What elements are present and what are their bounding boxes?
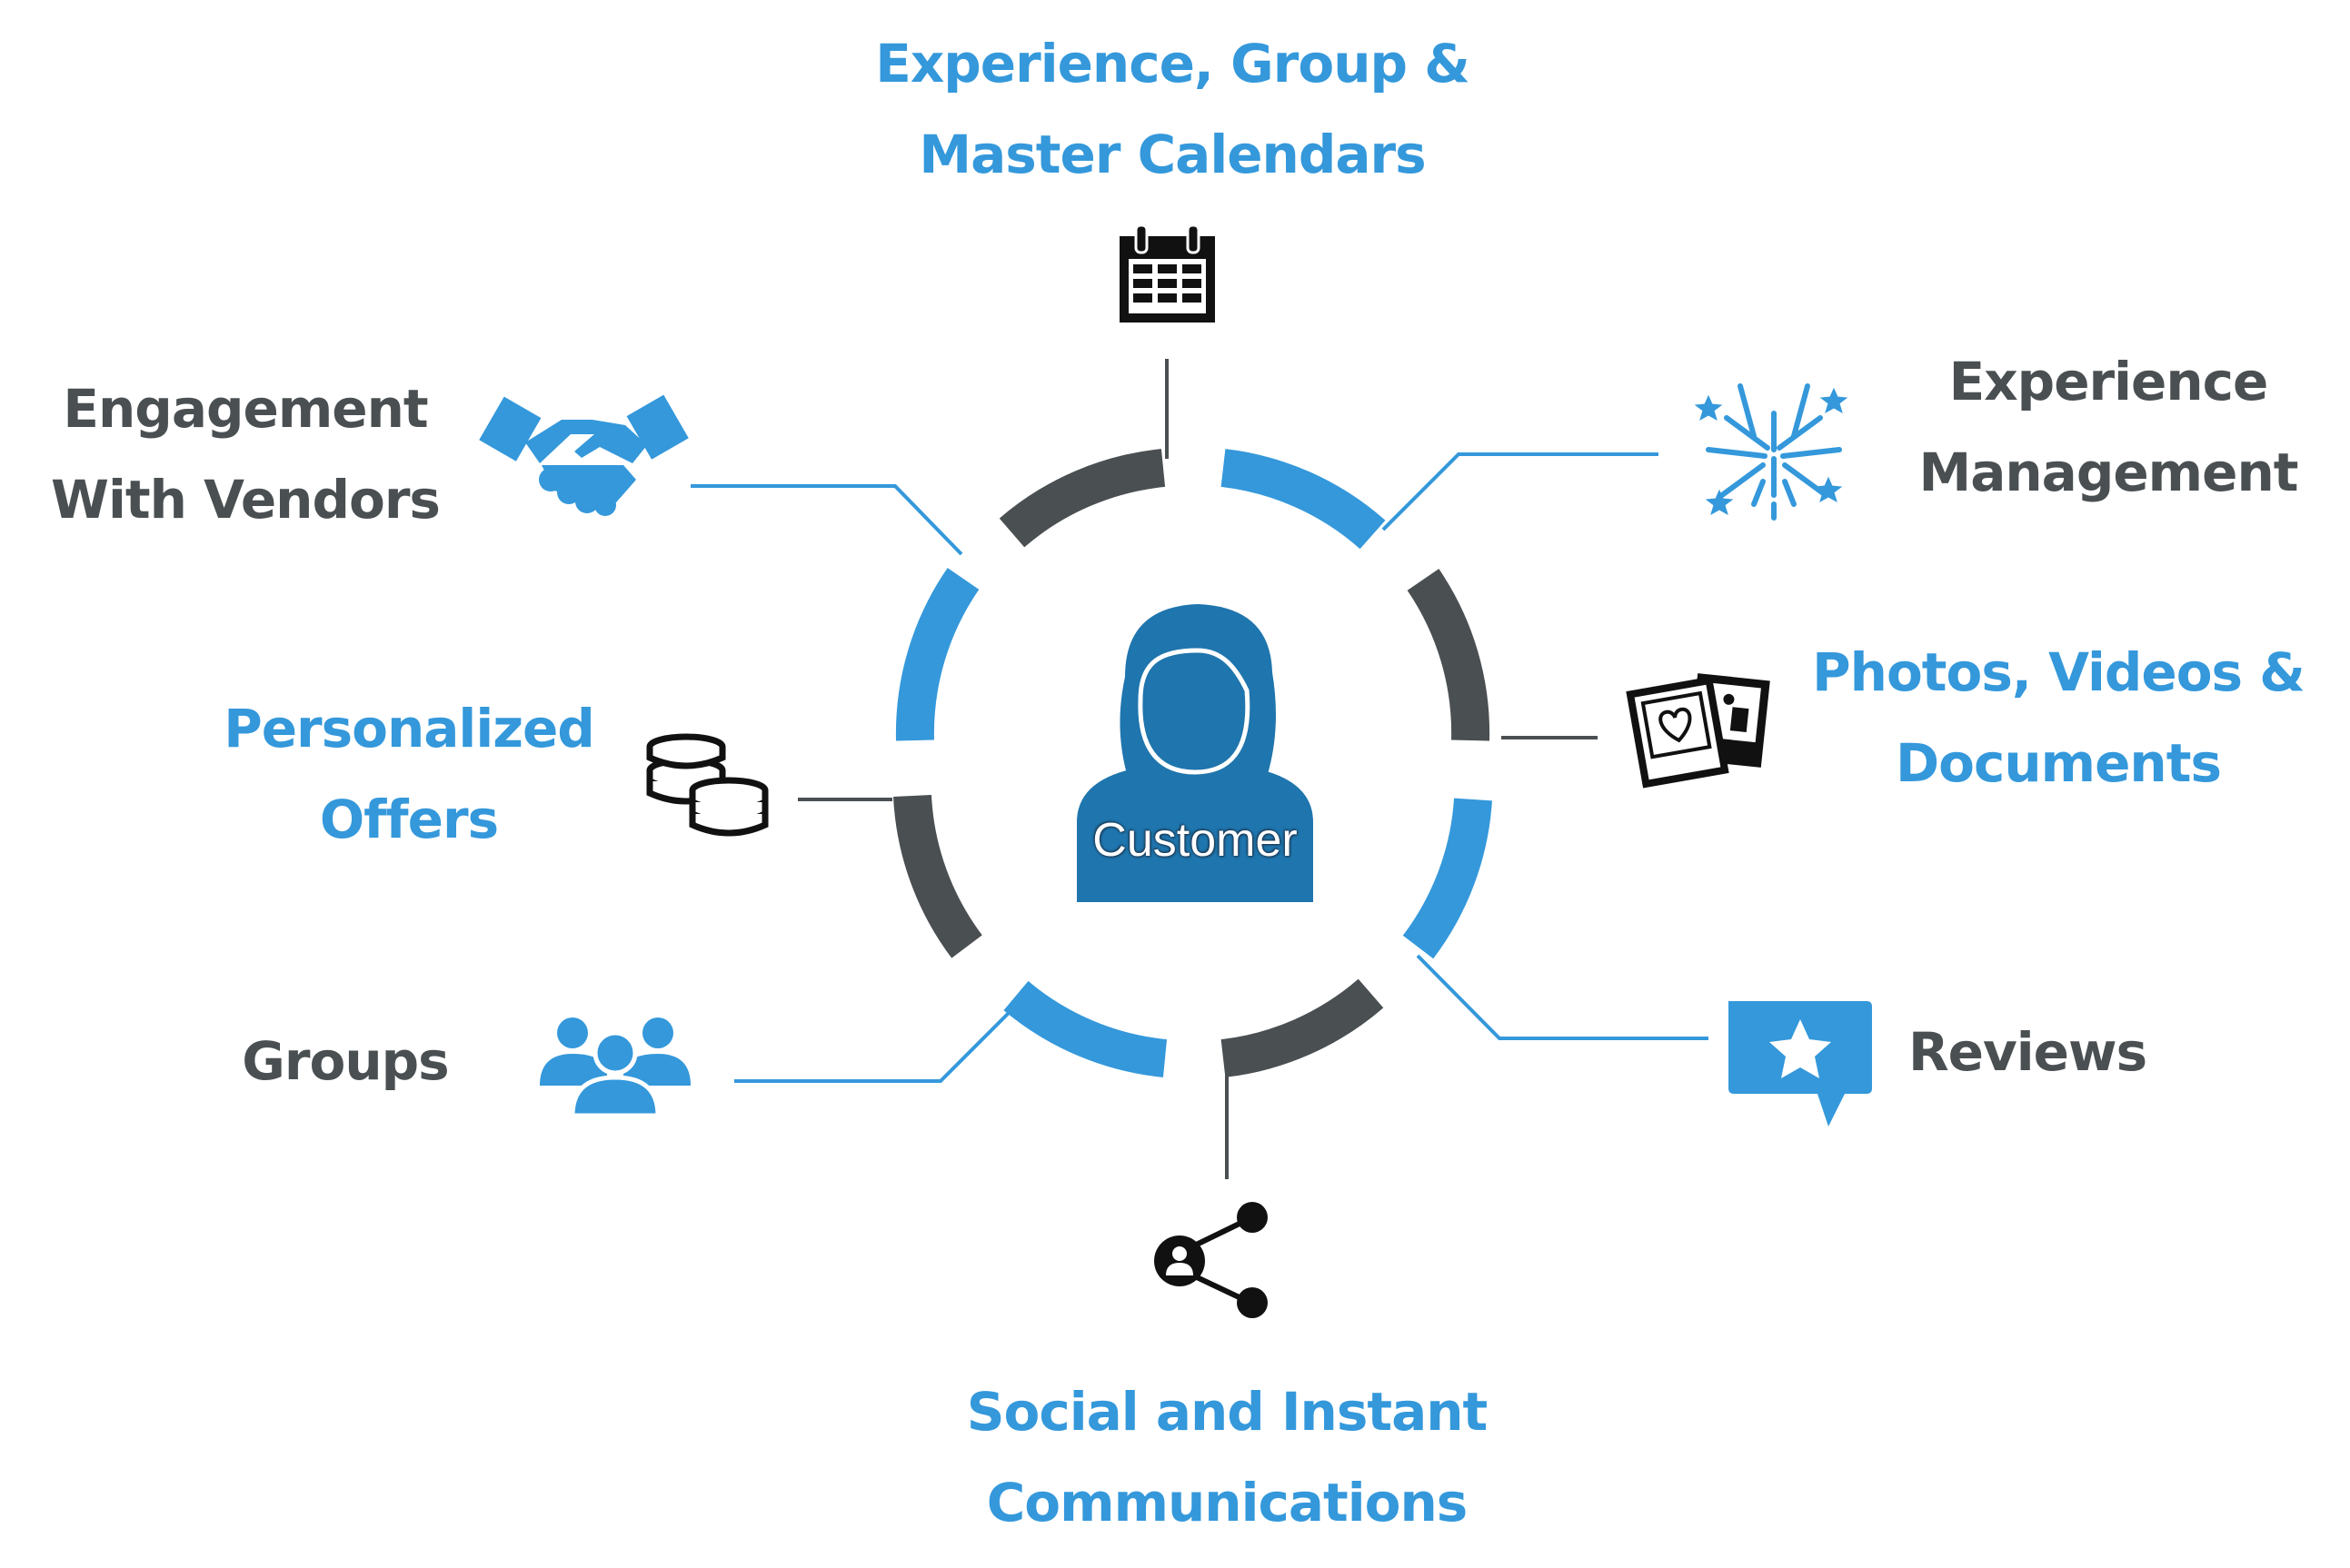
label-line: Offers: [319, 789, 499, 850]
node-label-experience-management: Experience Management: [1890, 336, 2326, 518]
ring-segment-left-upper: [895, 568, 980, 741]
connectors: [691, 359, 1708, 1179]
node-label-social: Social and Instant Communications: [927, 1366, 1527, 1548]
node-label-offers: Personalized Offers: [182, 683, 636, 865]
label-line: Reviews: [1908, 1021, 2147, 1083]
calendar-icon: [1120, 223, 1215, 323]
connector-experience-management: [1381, 452, 1658, 531]
coins-icon: [646, 733, 769, 837]
label-line: Experience, Group &: [875, 33, 1470, 94]
group-icon: [540, 1017, 691, 1118]
label-line: Management: [1918, 442, 2299, 503]
node-label-vendors: Engagement With Vendors: [18, 363, 473, 545]
share-icon: [1154, 1202, 1268, 1318]
center-customer-label: Customer: [1092, 814, 1298, 867]
ring-segment-bottom-right: [1220, 978, 1384, 1077]
label-line: Documents: [1896, 732, 2222, 794]
ring-segment-bottom-left: [1003, 980, 1168, 1077]
label-line: Communications: [986, 1472, 1469, 1533]
photos-icon: [1626, 673, 1770, 789]
handshake-icon: [479, 394, 689, 516]
node-label-photos: Photos, Videos & Documents: [1786, 627, 2331, 809]
node-label-calendars: Experience, Group & Master Calendars: [836, 18, 1509, 200]
node-label-reviews: Reviews: [1908, 1007, 2272, 1097]
ring: [893, 449, 1492, 1077]
ring-segment-right-lower: [1402, 798, 1492, 959]
label-line: Experience: [1948, 351, 2269, 412]
label-line: Photos, Videos &: [1812, 641, 2305, 703]
label-line: Engagement: [63, 378, 428, 440]
node-label-groups: Groups: [209, 1016, 482, 1107]
fireworks-icon: [1694, 383, 1848, 521]
ring-segment-left-lower: [893, 794, 982, 958]
review-star-icon: [1728, 1001, 1872, 1126]
ring-segment-top-right: [1220, 449, 1386, 550]
label-line: Social and Instant: [966, 1381, 1489, 1443]
label-line: Personalized: [224, 698, 595, 759]
connector-groups: [734, 1007, 1015, 1083]
ring-segment-top-left: [999, 449, 1166, 548]
person-icon: [1077, 604, 1313, 902]
connector-vendors: [691, 484, 963, 556]
label-line: With Vendors: [51, 469, 441, 531]
ring-segment-right-upper: [1407, 569, 1490, 741]
label-line: Master Calendars: [919, 124, 1426, 185]
connector-reviews: [1416, 954, 1708, 1040]
label-line: Groups: [242, 1030, 449, 1092]
